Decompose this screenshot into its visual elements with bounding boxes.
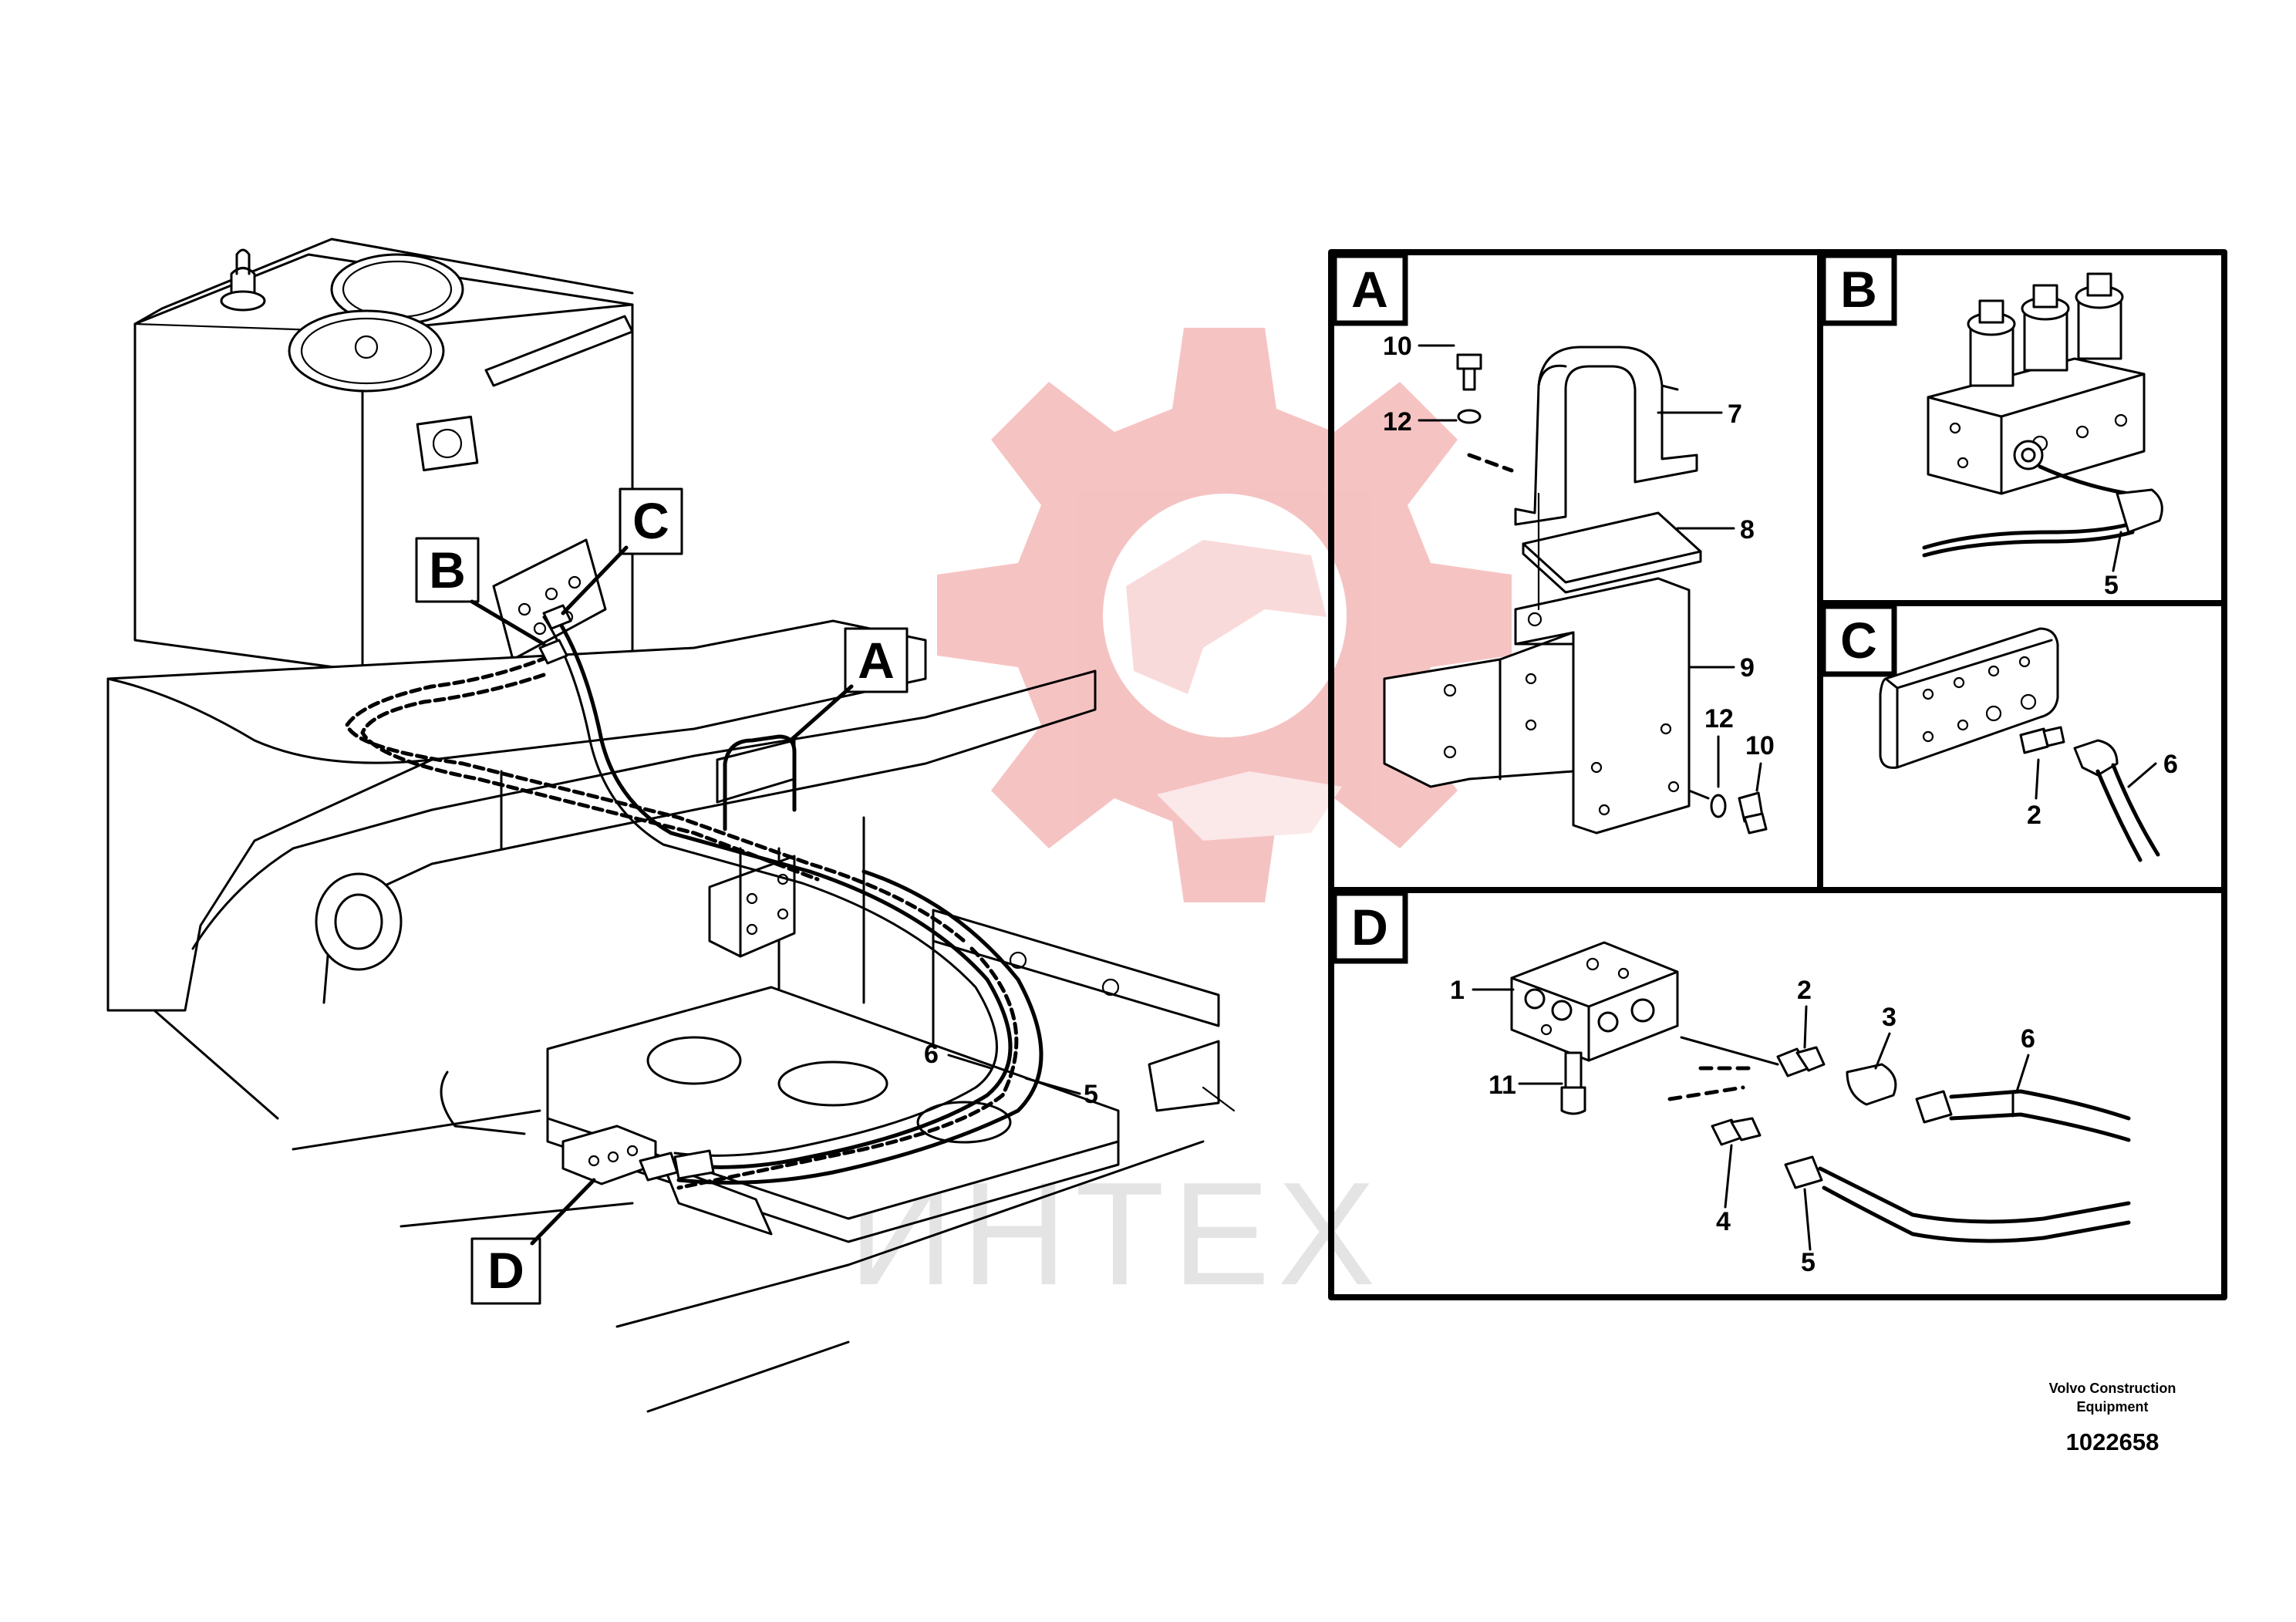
panel-b-label-5: 5 [2104,571,2119,600]
drawing-number: 1022658 [2066,1428,2159,1455]
main-hose-6 [553,613,1013,1169]
panel-a-label-12-top: 12 [1383,407,1412,437]
washer-12-top [1457,409,1482,424]
main-hose-dashed-1 [345,655,966,943]
panel-a-label-10-bottom: 10 [1745,731,1775,760]
main-callout-c-letter: C [632,492,669,549]
panel-d-label-1: 1 [1450,976,1465,1005]
main-callout-d-letter: D [487,1242,524,1299]
main-callout-d: D [470,1178,596,1305]
manifold-1 [1510,941,1679,1062]
tank-breather [230,267,256,298]
main-callout-b-letter: B [429,541,466,599]
main-callout-c: C [561,487,683,615]
main-callout-b: B [415,537,546,646]
panel-c-tag: C [1820,603,1897,677]
panel-d-letter: D [1351,899,1388,956]
panel-c-letter: C [1840,612,1877,669]
panel-b-tag: B [1820,252,1897,326]
panel-b-letter: B [1840,261,1877,318]
panel-c-label-2: 2 [2027,801,2041,830]
watermark-gear-icon [937,328,1512,902]
main-callout-a-letter: A [858,632,895,689]
panel-d-label-6: 6 [2021,1024,2035,1054]
panel-d-label-11: 11 [1489,1071,1516,1100]
panel-a-label-10-top: 10 [1383,332,1412,361]
main-hose-5 [676,869,1043,1185]
main-label-6: 6 [924,1040,939,1069]
manufacturer-line2: Equipment [2077,1399,2149,1415]
panel-a-label-7: 7 [1728,400,1742,429]
panel-d-elbow-3 [1846,1063,1897,1106]
main-label-5: 5 [1084,1080,1098,1109]
panel-c-label-6: 6 [2163,750,2178,779]
panel-d-label-5: 5 [1801,1248,1816,1277]
panel-d-drawing [1510,941,2131,1243]
boom [106,619,927,1012]
panel-c-elbow [2073,739,2119,777]
u-clamp-7 [1514,346,1698,526]
panel-b-drawing [1922,272,2163,558]
main-view-drawing [106,238,1236,1413]
panel-d-hose-5 [1818,1166,2131,1224]
panel-d-fitting-6 [1915,1090,1953,1124]
bolt-11 [1564,1051,1583,1089]
panel-d-label-4: 4 [1716,1207,1731,1236]
panel-a-label-12-bottom: 12 [1704,704,1734,733]
footer-block: Volvo Construction Equipment 1022658 [2049,1381,2176,1455]
solenoid-valve-body [1927,357,2146,495]
bracket-9 [1514,577,1691,835]
panel-d-label-3: 3 [1882,1003,1896,1032]
panel-b-hose-5 [1922,511,2154,550]
bolt-10-top [1456,353,1482,370]
panel-a-label-9: 9 [1740,653,1755,683]
manufacturer-line1: Volvo Construction [2049,1381,2176,1396]
panel-d-hose-6 [1949,1089,2131,1121]
panel-a-tag: A [1331,252,1408,326]
panel-c-drawing [1879,627,2160,862]
panel-d-tag: D [1331,890,1408,964]
panel-a-letter: A [1351,261,1388,318]
washer-12-bottom [1710,794,1727,818]
panel-a-drawing [1383,346,1768,835]
main-hose-dashed-2 [360,673,820,882]
detail-panels-frame [1328,249,2227,1300]
pad-8 [1522,511,1702,584]
panel-c-hose-6 [2095,769,2143,862]
panel-d-fitting-5 [1784,1155,1823,1189]
main-callout-a: A [788,627,909,743]
panel-d-label-2: 2 [1797,976,1812,1005]
panel-a-label-8: 8 [1740,515,1755,545]
